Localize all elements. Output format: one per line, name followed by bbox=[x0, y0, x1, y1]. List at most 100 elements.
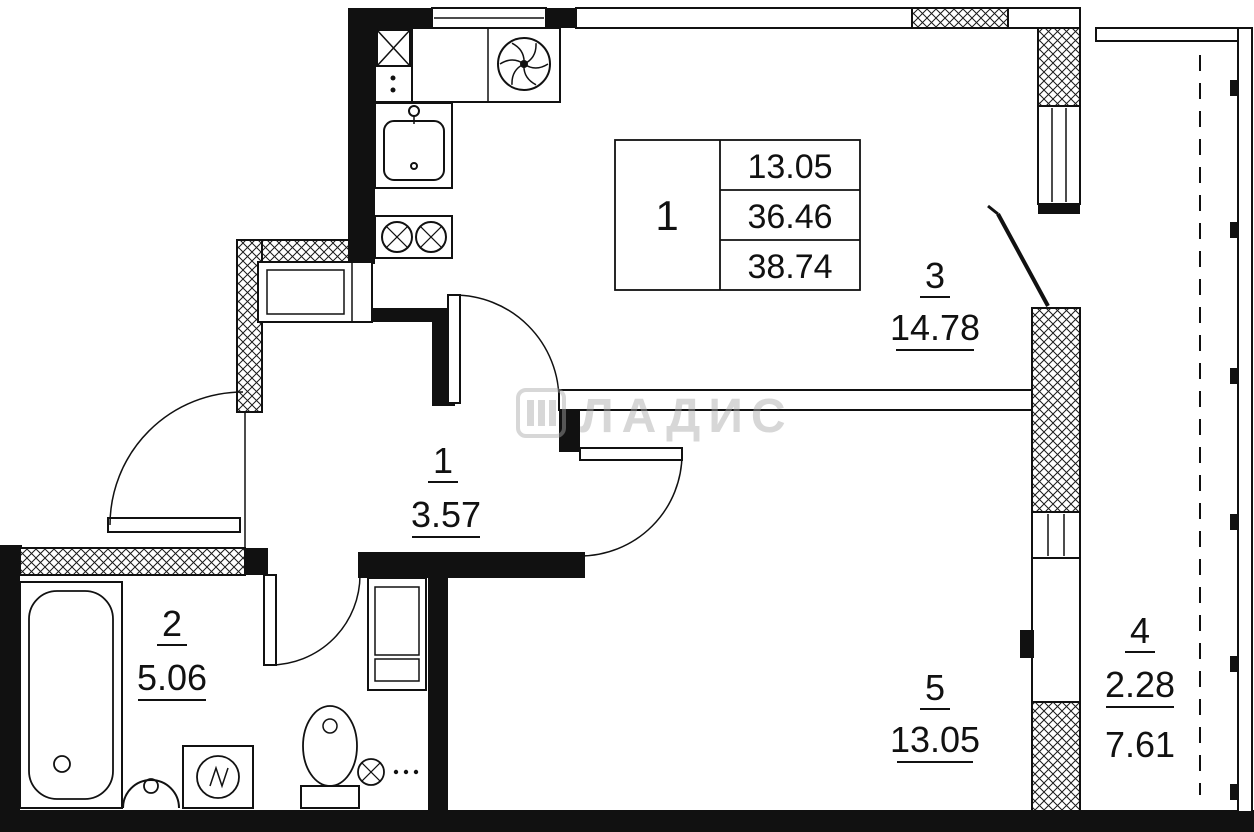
wall-bath-top-hatched bbox=[19, 547, 246, 576]
apartment-area-value: 36.46 bbox=[747, 198, 832, 236]
bathtub bbox=[19, 581, 123, 809]
railing-post bbox=[1230, 80, 1238, 96]
vent-dot bbox=[390, 75, 396, 81]
bathroom-fixtures bbox=[19, 577, 427, 809]
balcony-door-handle bbox=[987, 204, 999, 216]
toilet-tank bbox=[300, 785, 360, 809]
room-labels: 3 14.78 5 13.05 1 3.57 2 5.06 4 2.28 7.6… bbox=[137, 255, 1175, 765]
room-bedroom-area: 13.05 bbox=[890, 719, 980, 760]
room-balcony-area-reduced: 2.28 bbox=[1105, 664, 1175, 705]
dot bbox=[413, 769, 419, 775]
watermark: ЛАДИС bbox=[516, 388, 793, 443]
watermark-logo-bar bbox=[527, 400, 534, 426]
living-door-swing bbox=[453, 294, 560, 401]
room-bathroom-number: 2 bbox=[162, 603, 182, 644]
kitchen-fixtures bbox=[257, 27, 561, 323]
watermark-logo bbox=[516, 388, 566, 438]
bedroom-door-swing bbox=[579, 453, 683, 557]
balcony-glazing-top bbox=[1095, 27, 1253, 42]
living-door-leaf bbox=[447, 294, 461, 404]
bath-cabinet bbox=[367, 577, 427, 691]
wall-hall-south bbox=[358, 552, 585, 578]
wall-right-hatched-mid bbox=[1031, 307, 1081, 513]
wall-left-outer bbox=[0, 545, 20, 832]
valve-icon bbox=[357, 758, 385, 786]
total-area-value: 38.74 bbox=[747, 248, 832, 286]
bathroom-door-leaf bbox=[263, 574, 277, 666]
room-living-number: 3 bbox=[925, 255, 945, 296]
balcony-door-leaf bbox=[996, 213, 1050, 307]
wall-top-living bbox=[575, 7, 913, 29]
room-living-area: 14.78 bbox=[890, 307, 980, 348]
wall-bedroom-door-stub bbox=[559, 410, 580, 452]
wall-bottom bbox=[0, 810, 1254, 832]
heating-riser bbox=[1020, 630, 1034, 658]
stove-burner bbox=[381, 221, 413, 253]
balcony-structure bbox=[1095, 27, 1253, 813]
entrance-door-leaf bbox=[107, 517, 241, 533]
walls bbox=[0, 7, 1254, 832]
wall-top-corner bbox=[1007, 7, 1081, 29]
watermark-logo-bar bbox=[538, 400, 545, 426]
kitchen-counter bbox=[411, 27, 561, 103]
bathroom-door-swing bbox=[269, 574, 361, 666]
balcony-window bbox=[1037, 105, 1081, 205]
info-table-frame bbox=[614, 139, 861, 291]
balcony-door-jamb bbox=[1038, 204, 1080, 214]
info-table: 1 13.05 36.46 38.74 bbox=[614, 139, 861, 291]
wall-right-hatched-bottom bbox=[1031, 701, 1081, 813]
stove-burner-cross bbox=[419, 225, 443, 249]
wall-right-hollow bbox=[1031, 557, 1081, 703]
entrance-door-swing bbox=[109, 391, 244, 526]
watermark-text: ЛАДИС bbox=[580, 390, 793, 443]
dot bbox=[393, 769, 399, 775]
fan-blades bbox=[499, 42, 549, 86]
vent-duct-cross bbox=[376, 29, 411, 67]
bedroom-window bbox=[1031, 511, 1081, 559]
vent-duct-icon bbox=[376, 29, 411, 67]
extractor-fan-icon bbox=[497, 37, 551, 91]
wall-bath-corner bbox=[0, 545, 22, 575]
railing-post bbox=[1230, 656, 1238, 672]
bath-cabinet-front bbox=[374, 586, 420, 656]
bathtub-basin bbox=[28, 590, 114, 800]
wall-kitchen-south-hatched bbox=[261, 239, 351, 263]
doors bbox=[107, 204, 1050, 666]
hall-cabinet-front bbox=[266, 269, 345, 315]
room-balcony-number: 4 bbox=[1130, 610, 1150, 651]
wall-kitchen-nook-h bbox=[372, 308, 455, 322]
pedestal-sink bbox=[122, 779, 180, 809]
wall-bedroom-west bbox=[428, 578, 448, 810]
room-bathroom-area: 5.06 bbox=[137, 657, 207, 698]
railing-post bbox=[1230, 514, 1238, 530]
railing-post bbox=[1230, 784, 1238, 800]
stove bbox=[374, 215, 453, 259]
watermark-logo-bar bbox=[549, 400, 556, 426]
living-area-value: 13.05 bbox=[747, 148, 832, 186]
washing-machine-drum bbox=[196, 755, 240, 799]
stove-burner-cross bbox=[385, 225, 409, 249]
vent-dot bbox=[390, 87, 396, 93]
unit-number: 1 bbox=[655, 192, 678, 239]
room-balcony-area-full: 7.61 bbox=[1105, 724, 1175, 765]
railing-post bbox=[1230, 368, 1238, 384]
toilet-bowl bbox=[302, 705, 358, 787]
bath-cabinet-drawer bbox=[374, 658, 420, 682]
dot bbox=[403, 769, 409, 775]
sink-drain bbox=[410, 162, 418, 170]
wall-right-hatched-top bbox=[1037, 27, 1081, 107]
hall-cabinet bbox=[257, 261, 373, 323]
stove-burner bbox=[415, 221, 447, 253]
bathtub-drain bbox=[53, 755, 71, 773]
wall-top-pier bbox=[546, 8, 576, 28]
balcony-glazing-right bbox=[1237, 27, 1253, 813]
room-hall-area: 3.57 bbox=[411, 494, 481, 535]
wall-top-hatched bbox=[911, 7, 1009, 29]
toilet-drain bbox=[322, 718, 338, 734]
bedroom-door-leaf bbox=[579, 447, 683, 461]
room-hall-number: 1 bbox=[433, 440, 453, 481]
washing-machine-symbol bbox=[209, 765, 229, 789]
wall-kitchen-west bbox=[348, 8, 375, 264]
wall-bath-top-pier bbox=[245, 548, 268, 575]
